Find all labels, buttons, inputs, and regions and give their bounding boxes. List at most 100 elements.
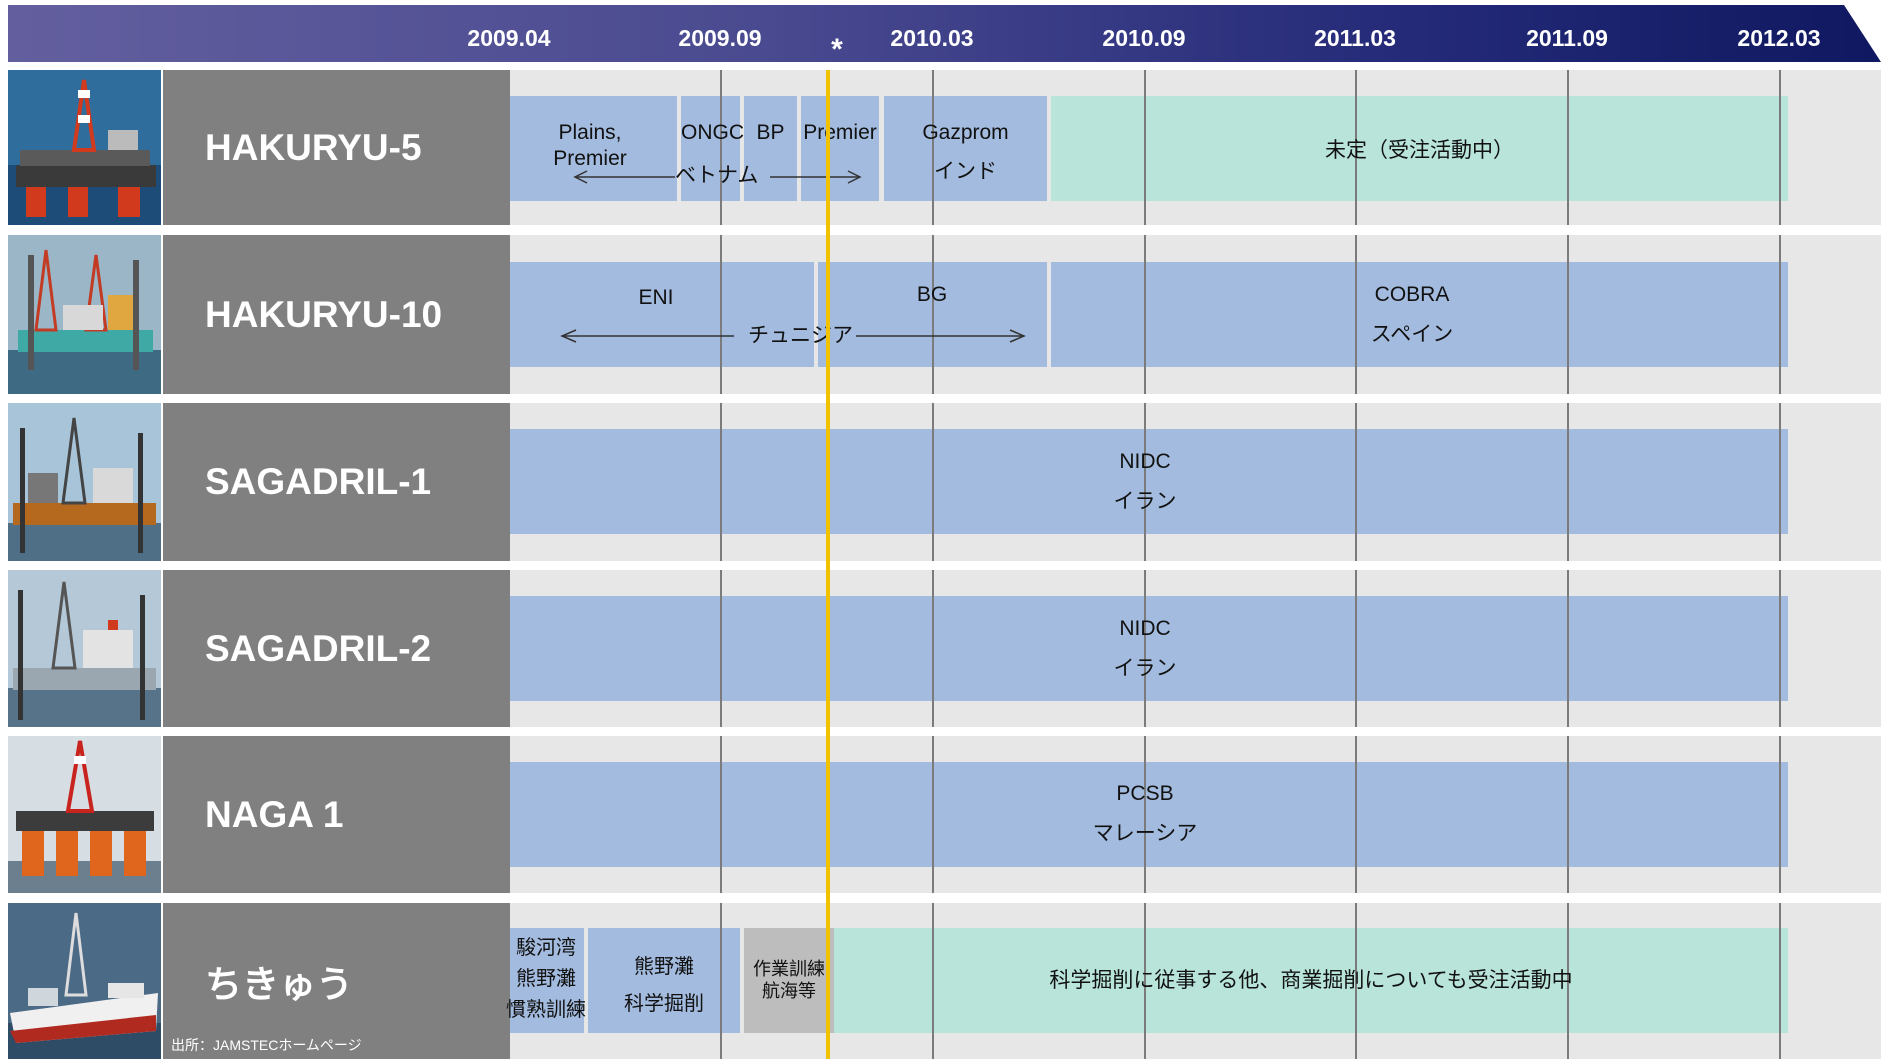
gridline — [1567, 903, 1569, 1059]
date-label: 2009.09 — [678, 25, 762, 51]
current-date-marker: * — [831, 33, 843, 66]
region-label: イラン — [1113, 657, 1177, 680]
rig-row-hakuryu-10: HAKURYU-10 ENI BG COBRA スペイン チュニジア — [8, 235, 1881, 394]
schedule-track: ENI BG COBRA スペイン チュニジア — [510, 235, 1881, 394]
rig-photo — [8, 235, 161, 394]
contract-bar — [588, 928, 740, 1033]
contract-bar — [801, 96, 879, 201]
gridline — [720, 570, 722, 727]
gridline — [932, 235, 934, 394]
gridline — [932, 570, 934, 727]
contract-bar — [510, 429, 1788, 534]
gridline — [1144, 903, 1146, 1059]
gridline — [720, 403, 722, 561]
rig-name-cell: SAGADRIL-1 — [163, 403, 510, 561]
rig-row-naga-1: NAGA 1 PCSB マレーシア — [8, 736, 1881, 893]
gridline — [1355, 570, 1357, 727]
rig-row-hakuryu-5: HAKURYU-5 Plains, Premier ONGC BP Premie… — [8, 70, 1881, 225]
gridline — [1144, 736, 1146, 893]
left-arrow-icon — [573, 170, 675, 184]
gridline — [1779, 570, 1781, 727]
gridline — [1567, 736, 1569, 893]
gridline — [932, 70, 934, 225]
contract-label: Gazprom — [922, 121, 1009, 144]
schedule-track: NIDC イラン — [510, 403, 1881, 561]
contract-label: BP — [756, 121, 785, 144]
contract-label: Premier — [803, 121, 877, 144]
gridline — [720, 736, 722, 893]
contract-bar — [681, 96, 740, 201]
schedule-track: NIDC イラン — [510, 570, 1881, 727]
source-note: 出所：JAMSTECホームページ — [171, 1037, 362, 1053]
region-label: インド — [934, 160, 997, 183]
rig-name-cell: ちきゅう 出所：JAMSTECホームページ — [163, 903, 510, 1059]
undecided-bar — [1051, 96, 1788, 201]
rig-row-sagadril-1: SAGADRIL-1 NIDC イラン — [8, 403, 1881, 561]
gridline — [1355, 736, 1357, 893]
contract-bar — [884, 96, 1047, 201]
gridline — [1567, 70, 1569, 225]
rig-name: NAGA 1 — [205, 793, 344, 835]
rig-name: HAKURYU-5 — [205, 126, 422, 168]
gridline — [932, 903, 934, 1059]
timeline-header: 2009.04 2009.09 2010.03 2010.09 2011.03 … — [8, 5, 1881, 62]
training-bar — [744, 928, 834, 1033]
contract-bar — [1051, 262, 1788, 367]
rig-name-cell: SAGADRIL-2 — [163, 570, 510, 727]
gridline — [1144, 570, 1146, 727]
gridline — [1567, 235, 1569, 394]
gridline — [1779, 403, 1781, 561]
region-label: スペイン — [1370, 323, 1454, 346]
region-span-label: チュニジア — [748, 324, 853, 347]
date-label: 2009.04 — [467, 25, 551, 51]
undecided-label: 科学掘削に従事する他、商業掘削についても受注活動中 — [1049, 969, 1573, 992]
gridline — [1567, 570, 1569, 727]
region-label: マレーシア — [1092, 822, 1198, 845]
date-label: 2011.09 — [1526, 25, 1608, 51]
date-label: 2010.03 — [890, 25, 974, 51]
gridline — [1779, 235, 1781, 394]
current-date-line — [826, 70, 830, 1059]
right-arrow-icon — [770, 170, 862, 184]
contract-bar — [510, 928, 584, 1033]
contract-label: PCSB — [1116, 782, 1174, 805]
rig-photo — [8, 570, 161, 727]
contract-bar — [744, 96, 797, 201]
rig-name-cell: HAKURYU-10 — [163, 235, 510, 394]
rig-name: SAGADRIL-1 — [205, 461, 432, 502]
training-label: 作業訓練 航海等 — [753, 959, 825, 1001]
gridline — [1779, 70, 1781, 225]
gridline — [1144, 403, 1146, 561]
contract-bar — [510, 96, 677, 201]
rig-photo — [8, 403, 161, 561]
rig-row-sagadril-2: SAGADRIL-2 NIDC イラン — [8, 570, 1881, 727]
contract-label: NIDC — [1119, 617, 1171, 640]
rig-name-cell: NAGA 1 — [163, 736, 510, 893]
rig-photo — [8, 70, 161, 225]
gridline — [1567, 403, 1569, 561]
schedule-track: Plains, Premier ONGC BP Premier Gazprom … — [510, 70, 1881, 225]
rig-name: SAGADRIL-2 — [205, 627, 432, 669]
gridline — [1355, 235, 1357, 394]
gridline — [720, 70, 722, 225]
contract-bar — [510, 262, 814, 367]
contract-label: BG — [916, 283, 948, 306]
rig-name-cell: HAKURYU-5 — [163, 70, 510, 225]
gridline — [1779, 903, 1781, 1059]
date-label: 2012.03 — [1737, 25, 1821, 51]
schedule-track: PCSB マレーシア — [510, 736, 1881, 893]
undecided-label: 未定（受注活動中） — [1325, 139, 1514, 162]
contract-bar — [510, 762, 1788, 867]
gridline — [1144, 235, 1146, 394]
gridline — [720, 903, 722, 1059]
rig-name: ちきゅう — [205, 964, 353, 1005]
gridline — [1355, 70, 1357, 225]
contract-label: ENI — [638, 286, 674, 309]
gridline — [1144, 70, 1146, 225]
date-label: 2010.09 — [1102, 25, 1186, 51]
gridline — [932, 736, 934, 893]
contract-label: 熊野灘 科学掘削 — [624, 956, 704, 1015]
right-arrow-icon — [856, 329, 1026, 343]
region-span-label: ベトナム — [675, 164, 759, 187]
left-arrow-icon — [560, 329, 734, 343]
